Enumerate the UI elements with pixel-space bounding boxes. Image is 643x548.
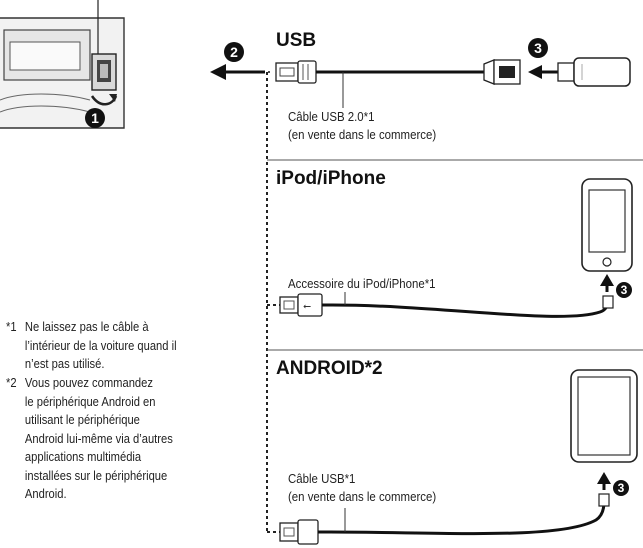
step-marker-3-usb: 3 [528,38,548,58]
usb-step3-arrow [528,65,560,79]
footnote-2-line: Vous pouvez commandez [24,375,153,390]
android-cable [279,493,610,545]
footnote-2-line: Android lui-même via d’autres [24,430,173,446]
section-title-android: ANDROID*2 [276,358,383,379]
step-marker-3-android: 3 [613,480,629,496]
ipod-step3-arrow [600,274,614,292]
ipod-accessory-caption: Accessoire du iPod/iPhone*1 [288,276,436,291]
footnote-1-line: l’intérieur de la voiture quand il [24,337,177,353]
usb-cable-caption-line1: Câble USB 2.0*1 [288,109,375,124]
footnote-2-line: utilisant le périphérique [24,412,140,427]
ipod-cable: ⭠ [279,292,614,318]
section-title-usb: USB [276,30,317,51]
footnote-2-line: le périphérique Android en [24,393,156,409]
footnote-1-line: n’est pas utilisé. [24,356,105,371]
usb-cable-caption-line2: (en vente dans le commerce) [288,127,437,142]
section-title-ipod: iPod/iPhone [276,168,386,189]
footnote-2: *2 Vous pouvez commandez le périphérique … [6,374,173,504]
footnote-2-marker: *2 [6,375,17,390]
svg-text:⭠: ⭠ [303,301,311,312]
step-marker-1: 1 [85,108,105,128]
iphone-device [581,178,633,272]
android-step3-arrow [597,472,611,490]
usb-cable-caption: Câble USB 2.0*1 (en vente dans le commer… [288,108,436,144]
footnote-2-line: Android. [24,486,67,501]
footnote-2-line: installées sur le périphérique [24,467,168,483]
android-cable-caption: Câble USB*1 (en vente dans le commerce) [288,470,436,506]
footnote-2-line: applications multimédia [24,449,142,464]
usb-cable [275,59,521,108]
step-marker-3-ipod: 3 [616,282,632,298]
android-cable-caption-line1: Câble USB*1 [288,471,356,486]
android-device [570,369,638,463]
footnote-1-line: Ne laissez pas le câble à [24,319,149,334]
step2-arrow [210,64,270,80]
footnote-1-marker: *1 [6,319,17,334]
usb-flash-drive [557,57,631,87]
head-unit [0,17,125,129]
android-cable-caption-line2: (en vente dans le commerce) [288,489,437,504]
footnote-1: *1 Ne laissez pas le câble à l’intérieur … [6,318,177,374]
step-marker-2: 2 [224,42,244,62]
